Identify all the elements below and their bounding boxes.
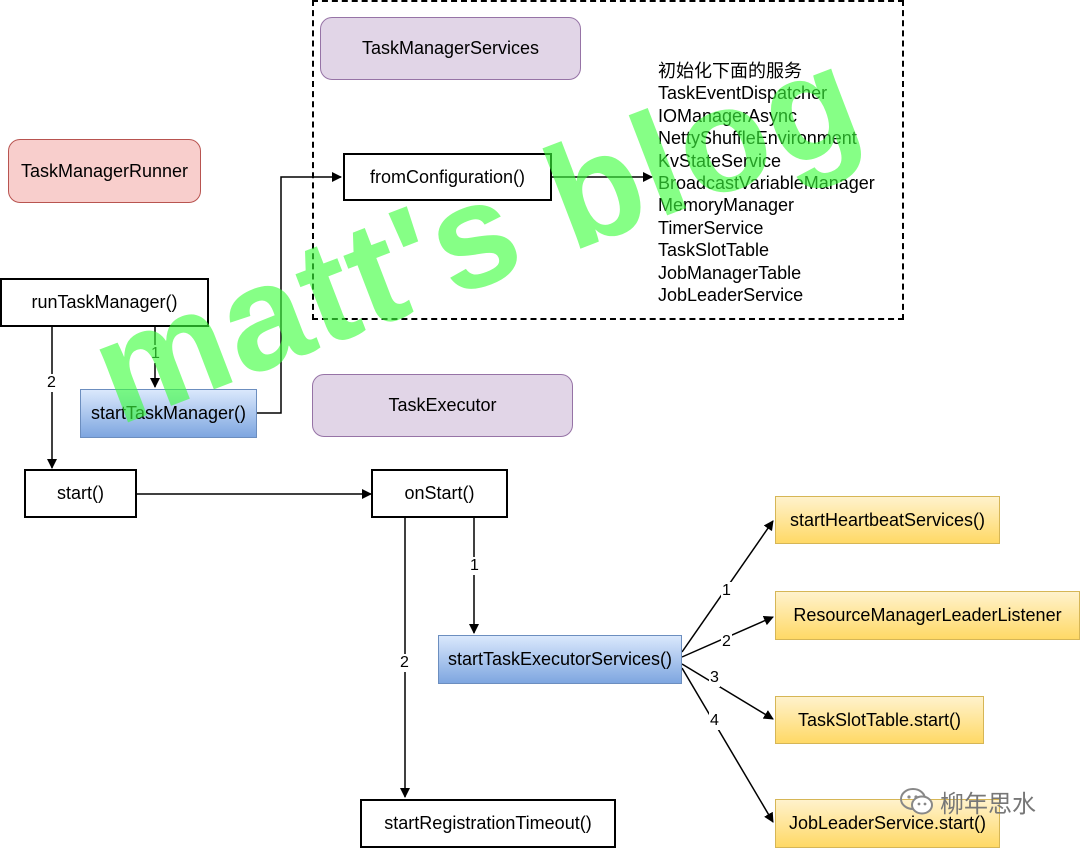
- edge-to-slot-table: [681, 663, 774, 720]
- service-item: IOManagerAsync: [658, 105, 798, 126]
- task-slot-table-start-node: TaskSlotTable.start(): [775, 696, 984, 744]
- job-leader-service-start-node: JobLeaderService.start(): [775, 799, 1000, 848]
- services-heading: 初始化下面的服务: [658, 61, 802, 81]
- run-task-manager-node: runTaskManager(): [0, 278, 209, 327]
- service-item: BroadcastVariableManager: [658, 173, 875, 194]
- edge-label-1: 1: [150, 345, 161, 363]
- service-item: KvStateService: [658, 150, 782, 171]
- service-item: JobManagerTable: [658, 262, 802, 283]
- services-list: 初始化下面的服务 TaskEventDispatcher IOManagerAs…: [658, 60, 875, 306]
- edge-label-3: 3: [709, 669, 720, 687]
- task-manager-services-node: TaskManagerServices: [320, 17, 581, 80]
- service-item: NettyShuffleEnvironment: [658, 128, 857, 149]
- service-item: MemoryManager: [658, 195, 795, 216]
- start-heartbeat-services-node: startHeartbeatServices(): [775, 496, 1000, 544]
- edge-to-job-leader: [681, 667, 774, 823]
- wechat-icon: [900, 787, 933, 814]
- service-item: TaskSlotTable: [658, 240, 770, 261]
- edge-label-1: 1: [721, 582, 732, 600]
- edge-start-task-manager-to-from-configuration: [257, 172, 342, 414]
- service-item: TaskEventDispatcher: [658, 83, 828, 104]
- start-task-manager-node: startTaskManager(): [80, 389, 257, 438]
- resource-manager-leader-listener-node: ResourceManagerLeaderListener: [775, 591, 1080, 640]
- task-executor-node: TaskExecutor: [312, 374, 573, 437]
- service-item: TimerService: [658, 217, 764, 238]
- service-item: JobLeaderService: [658, 285, 804, 306]
- edge-label-2: 2: [399, 654, 410, 672]
- from-configuration-node: fromConfiguration(): [343, 153, 552, 201]
- task-manager-services-container: [312, 0, 904, 320]
- start-registration-timeout-node: startRegistrationTimeout(): [360, 799, 616, 848]
- on-start-node: onStart(): [371, 469, 508, 518]
- edge-label-2: 2: [46, 374, 57, 392]
- edge-label-1: 1: [469, 557, 480, 575]
- edge-label-2: 2: [721, 633, 732, 651]
- edge-label-4: 4: [709, 712, 720, 730]
- wechat-badge: 柳年思水: [900, 784, 1036, 819]
- start-node: start(): [24, 469, 137, 518]
- wechat-account-name: 柳年思水: [940, 791, 1036, 818]
- task-manager-runner-node: TaskManagerRunner: [8, 139, 201, 203]
- start-task-executor-services-node: startTaskExecutorServices(): [438, 635, 682, 684]
